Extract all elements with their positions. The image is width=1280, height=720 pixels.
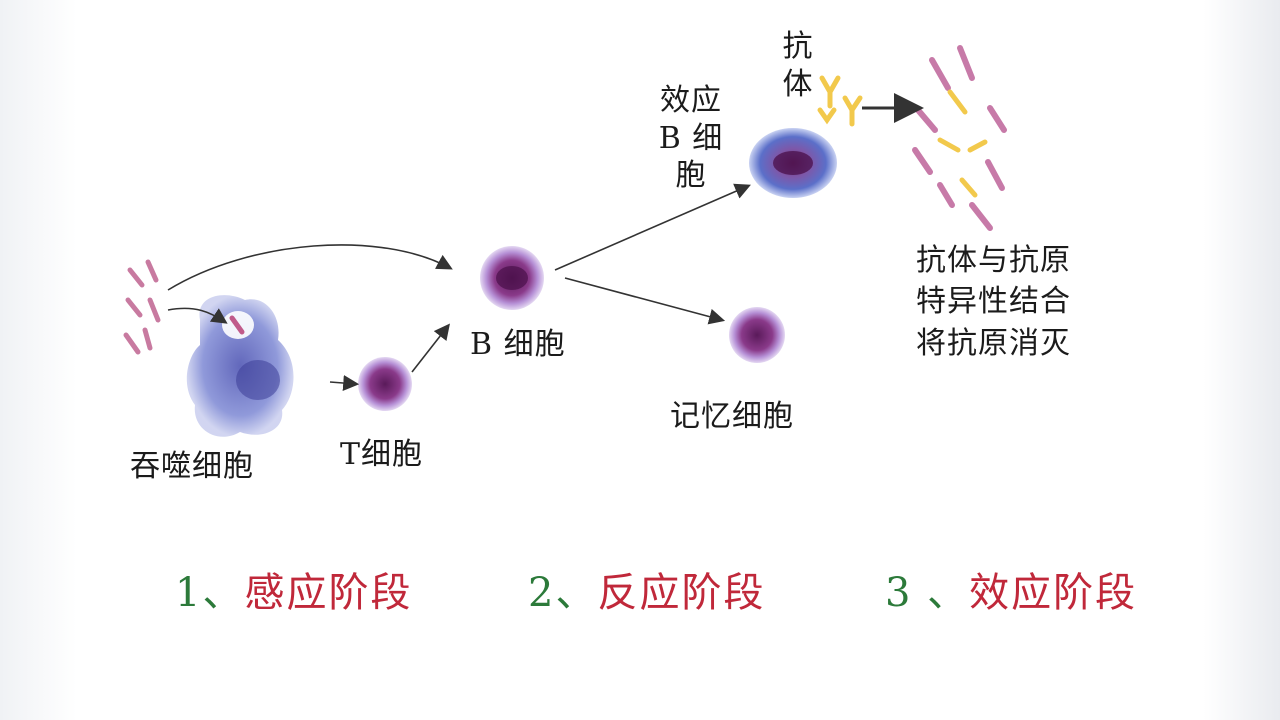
- memory-cell: [729, 307, 785, 363]
- effector-b-cell-label-line1: 效应: [660, 83, 722, 118]
- result-line-3: 将抗原消灭: [916, 325, 1071, 361]
- memory-cell-label: 记忆细胞: [670, 399, 794, 434]
- antibody-cluster: [817, 75, 863, 127]
- stage-3: 3 、效应阶段: [885, 560, 1137, 618]
- arrow-phagocyte-to-t-cell: [329, 375, 360, 391]
- arrow-antigen-to-phagocyte: [167, 307, 228, 324]
- stage-2: 2、反应阶段: [528, 560, 765, 618]
- b-cell: [480, 246, 544, 310]
- antibody-label-line1: 抗: [782, 29, 814, 64]
- stage-1-number: 1、: [175, 570, 245, 616]
- arrow-antigen-to-b-cell: [167, 244, 453, 291]
- result-line-2: 特异性结合: [916, 284, 1071, 320]
- stage-3-number: 3 、: [885, 570, 970, 616]
- phagocyte-label: 吞噬细胞: [130, 449, 254, 484]
- effector-b-cell-label-line2: B 细: [658, 120, 724, 156]
- antigen-antibody-complex: [912, 45, 1007, 231]
- result-line-1: 抗体与抗原: [916, 243, 1071, 278]
- t-cell-label: T细胞: [340, 437, 424, 472]
- antibody-label-line2: 体: [782, 66, 814, 102]
- effector-b-cell-label-line3: 胞: [675, 158, 707, 193]
- effector-b-cell-label: 效应 B 细 胞: [650, 82, 732, 195]
- antigen-cluster-left: [123, 259, 161, 355]
- arrow-b-cell-to-memory: [564, 277, 726, 325]
- process-arrows: [167, 93, 924, 391]
- stage-2-name: 反应阶段: [597, 570, 766, 616]
- stage-3-name: 效应阶段: [969, 570, 1138, 616]
- antibody-label: 抗 体: [778, 28, 818, 103]
- result-description: 抗体与抗原 特异性结合 将抗原消灭: [916, 240, 1071, 364]
- t-cell: [358, 357, 412, 411]
- phagocyte-cell: [186, 295, 294, 437]
- stage-1-name: 感应阶段: [244, 570, 413, 616]
- b-cell-label: B 细胞: [470, 327, 566, 362]
- arrow-b-cell-to-effector: [554, 183, 751, 271]
- stage-2-number: 2、: [528, 570, 598, 616]
- arrow-t-cell-to-b-cell: [411, 323, 450, 373]
- effector-b-cell: [749, 128, 837, 198]
- stage-1: 1、感应阶段: [175, 560, 412, 618]
